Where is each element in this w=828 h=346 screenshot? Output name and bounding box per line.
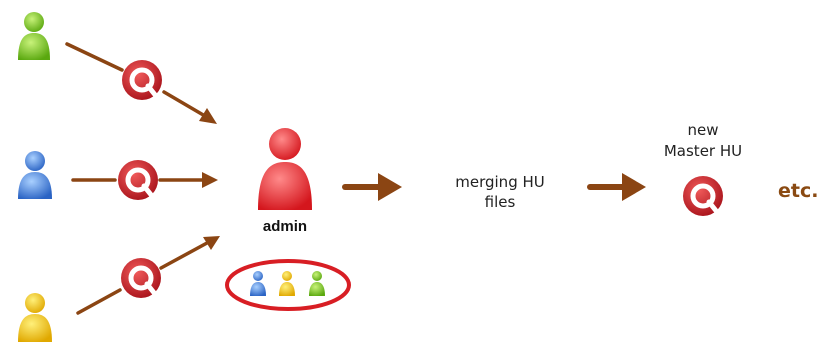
user-group-icon bbox=[225, 259, 351, 311]
admin-label: admin bbox=[262, 218, 308, 235]
user-yellow-icon bbox=[18, 293, 52, 342]
merging-hu-files-label: merging HU files bbox=[430, 172, 570, 212]
new-master-hu-label: new Master HU bbox=[640, 120, 766, 162]
hu-logo-icon bbox=[121, 258, 161, 298]
master-label-line2: Master HU bbox=[663, 142, 743, 160]
arrow-green-to-admin bbox=[65, 42, 217, 124]
group-user-blue-icon bbox=[250, 271, 266, 296]
admin-icon bbox=[258, 128, 312, 210]
arrow-yellow-to-admin bbox=[76, 236, 220, 315]
hu-logo-icon bbox=[118, 160, 158, 200]
merge-label-line1: merging HU bbox=[455, 173, 545, 191]
arrow-merge-to-master bbox=[587, 173, 646, 201]
group-user-yellow-icon bbox=[279, 271, 295, 296]
group-user-green-icon bbox=[309, 271, 325, 296]
hu-logo-icon bbox=[122, 60, 162, 100]
arrow-blue-to-admin bbox=[71, 172, 218, 188]
arrow-admin-to-merge bbox=[342, 173, 402, 201]
master-label-line1: new bbox=[687, 121, 719, 139]
etc-label: etc. bbox=[778, 180, 819, 202]
user-green-icon bbox=[18, 12, 50, 60]
master-hu-logo-icon bbox=[683, 176, 723, 216]
merge-label-line2: files bbox=[484, 193, 516, 211]
user-blue-icon bbox=[18, 151, 52, 199]
